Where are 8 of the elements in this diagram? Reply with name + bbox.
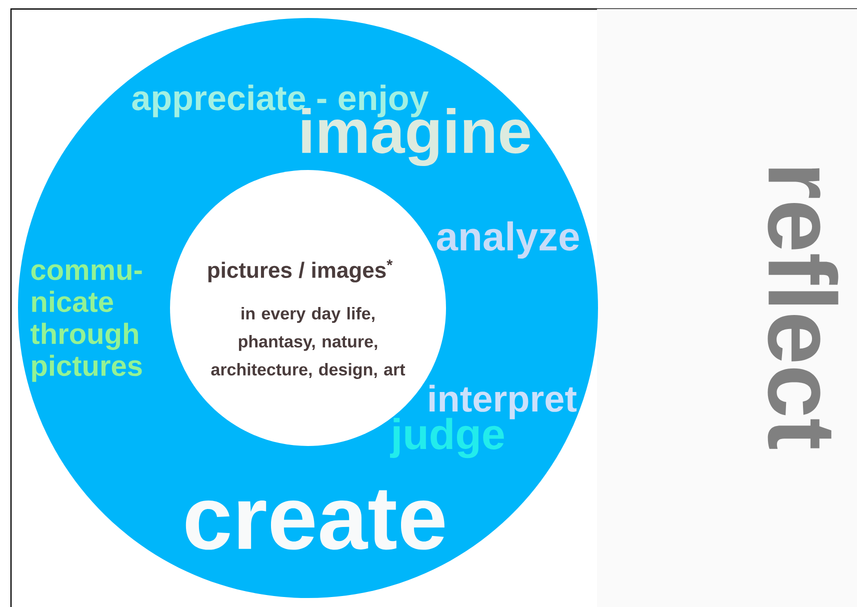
node-label: reflect (768, 168, 838, 449)
ring-word: interpret (430, 384, 577, 420)
side-panel: reflect (597, 9, 857, 607)
ring-word: create (186, 490, 444, 550)
ring-word: analyze (436, 221, 579, 259)
ring-word: commu- nicate through pictures (30, 264, 142, 382)
center-heading: pictures / images$^{*}$ (208, 260, 393, 282)
center-text: in every day life, phantasy, nature, architecture, design, art (211, 307, 406, 379)
